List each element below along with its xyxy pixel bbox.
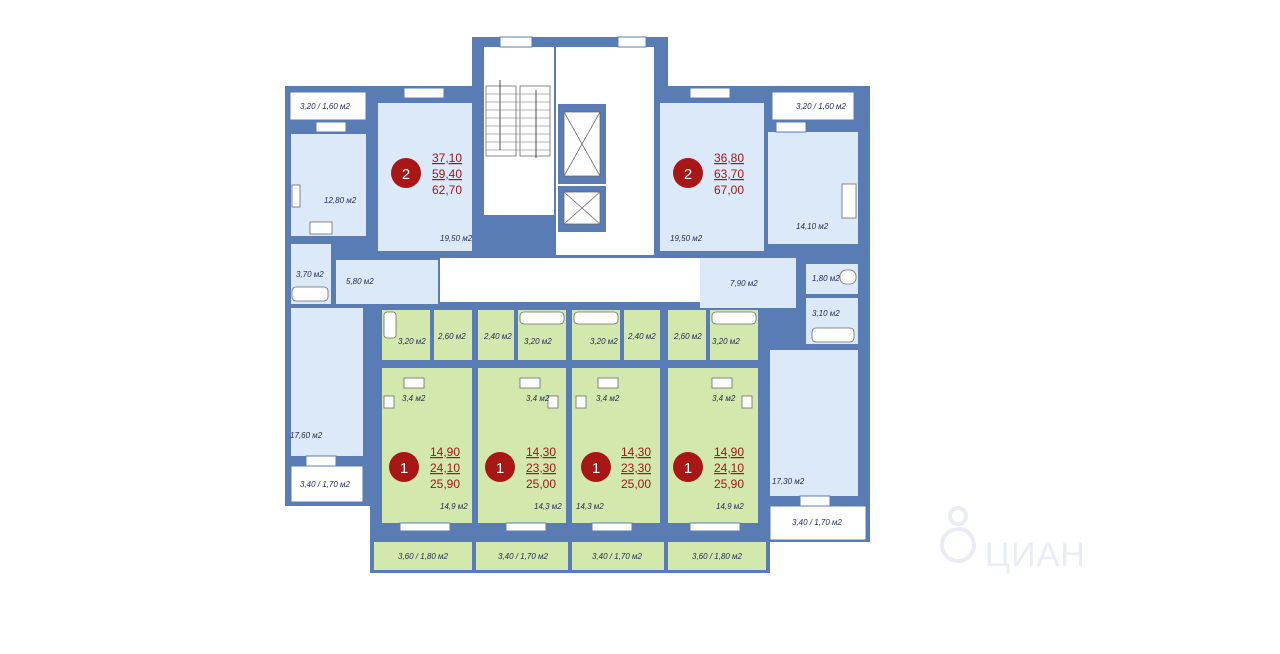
label-s2-balcony: 3,40 / 1,70 м2 [498,552,549,561]
studio-4 [668,310,766,570]
label-s1-room: 14,9 м2 [440,502,468,511]
studio-1 [374,310,472,570]
apartment-right [660,87,867,541]
watermark-logo-icon [940,506,976,563]
label-r-room-b: 17,30 м2 [772,477,805,486]
svg-text:14,30: 14,30 [526,445,556,459]
label-s3-kitchen: 3,4 м2 [596,394,620,403]
apt-badge-left: 2 37,10 59,40 62,70 [391,151,462,197]
label-s3-room: 14,3 м2 [576,502,604,511]
label-s3-hall: 2,40 м2 [627,332,656,341]
label-l-room-b: 17,60 м2 [290,431,323,440]
label-s3-balcony: 3,40 / 1,70 м2 [592,552,643,561]
svg-text:25,90: 25,90 [714,477,744,491]
label-s1-kitchen: 3,4 м2 [402,394,426,403]
label-l-kitchen: 12,80 м2 [324,196,357,205]
svg-text:23,30: 23,30 [526,461,556,475]
watermark: ЦИАН [940,506,1086,574]
svg-text:63,70: 63,70 [714,167,744,181]
svg-text:14,90: 14,90 [430,445,460,459]
stairs-icon [485,80,551,158]
room-labels: 3,20 / 1,60 м2 12,80 м2 19,50 м2 3,70 м2… [290,102,847,561]
label-r-kitchen: 14,10 м2 [796,222,829,231]
label-l-bath: 3,70 м2 [296,270,324,279]
apartment-left [289,87,472,503]
svg-text:1: 1 [496,460,504,477]
svg-text:25,90: 25,90 [430,477,460,491]
svg-text:2: 2 [684,166,692,183]
svg-text:1: 1 [592,460,600,477]
studio-3 [572,310,664,570]
watermark-text: ЦИАН [985,536,1086,574]
label-s2-bath: 3,20 м2 [524,337,552,346]
label-s2-hall: 2,40 м2 [483,332,512,341]
svg-text:24,10: 24,10 [714,461,744,475]
label-s4-room: 14,9 м2 [716,502,744,511]
svg-text:36,80: 36,80 [714,151,744,165]
svg-text:62,70: 62,70 [432,183,462,197]
label-r-bath: 3,10 м2 [812,309,840,318]
svg-text:59,40: 59,40 [432,167,462,181]
label-r-room-a: 19,50 м2 [670,234,703,243]
label-s2-kitchen: 3,4 м2 [526,394,550,403]
label-l-room-a: 19,50 м2 [440,234,473,243]
label-s4-bath: 3,20 м2 [712,337,740,346]
label-s4-kitchen: 3,4 м2 [712,394,736,403]
label-s4-hall: 2,60 м2 [673,332,702,341]
svg-text:14,30: 14,30 [621,445,651,459]
label-s1-bath: 3,20 м2 [398,337,426,346]
svg-text:2: 2 [402,166,410,183]
apt-badge-studio-4: 1 14,90 24,10 25,90 [673,445,744,491]
svg-text:67,00: 67,00 [714,183,744,197]
svg-text:25,00: 25,00 [621,477,651,491]
core [440,36,700,302]
svg-text:25,00: 25,00 [526,477,556,491]
svg-text:23,30: 23,30 [621,461,651,475]
label-s4-balcony: 3,60 / 1,80 м2 [692,552,743,561]
apt-badge-right: 2 36,80 63,70 67,00 [673,151,744,197]
apt-badge-studio-1: 1 14,90 24,10 25,90 [389,445,460,491]
svg-text:14,90: 14,90 [714,445,744,459]
label-r-balcony-top: 3,20 / 1,60 м2 [796,102,847,111]
studio-fixtures [383,311,757,409]
label-s1-balcony: 3,60 / 1,80 м2 [398,552,449,561]
studio-2 [476,310,568,570]
label-s2-room: 14,3 м2 [534,502,562,511]
label-r-balcony-bottom: 3,40 / 1,70 м2 [792,518,843,527]
label-l-balcony-top: 3,20 / 1,60 м2 [300,102,351,111]
apt-badge-studio-3: 1 14,30 23,30 25,00 [581,445,651,491]
svg-text:1: 1 [684,460,692,477]
label-r-hall: 7,90 м2 [730,279,758,288]
label-s3-bath: 3,20 м2 [590,337,618,346]
label-l-hall: 5,80 м2 [346,277,374,286]
label-l-balcony-bottom: 3,40 / 1,70 м2 [300,480,351,489]
apt-badge-studio-2: 1 14,30 23,30 25,00 [485,445,556,491]
svg-text:1: 1 [400,460,408,477]
label-r-wc: 1,80 м2 [812,274,840,283]
svg-text:37,10: 37,10 [432,151,462,165]
label-s1-hall: 2,60 м2 [437,332,466,341]
svg-text:24,10: 24,10 [430,461,460,475]
elevator-icon [558,104,606,232]
